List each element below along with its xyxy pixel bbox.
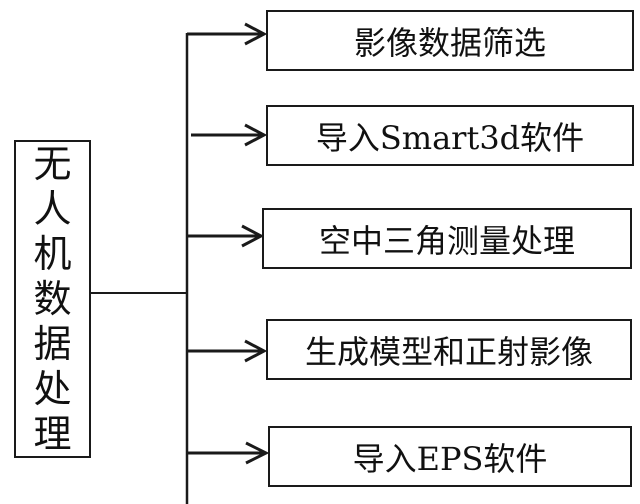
step-node-import-eps: 导入EPS软件 bbox=[268, 426, 632, 487]
arrowhead-icon bbox=[241, 224, 265, 248]
arrow-1 bbox=[187, 22, 268, 46]
step-node-generate-model-orthophoto: 生成模型和正射影像 bbox=[266, 319, 632, 380]
step-label: 影像数据筛选 bbox=[353, 23, 546, 62]
step-label: 生成模型和正射影像 bbox=[304, 332, 593, 371]
step-label: 导入EPS软件 bbox=[352, 439, 548, 478]
arrowhead-icon bbox=[244, 339, 268, 363]
arrowhead-icon bbox=[244, 22, 268, 46]
arrowhead-icon bbox=[244, 123, 268, 147]
step-node-aerial-triangulation: 空中三角测量处理 bbox=[262, 208, 632, 269]
step-node-import-smart3d: 导入Smart3d软件 bbox=[266, 105, 634, 166]
step-node-image-screening: 影像数据筛选 bbox=[266, 10, 634, 71]
arrow-3 bbox=[187, 224, 265, 248]
root-node-uav-data-processing: 无人机数据处理 bbox=[14, 140, 91, 458]
arrow-5 bbox=[187, 441, 270, 465]
arrow-4 bbox=[187, 339, 268, 363]
step-label: 导入Smart3d软件 bbox=[315, 118, 585, 157]
root-node-label: 无人机数据处理 bbox=[33, 141, 72, 456]
arrowhead-icon bbox=[245, 441, 270, 465]
arrow-2 bbox=[191, 123, 268, 147]
step-label: 空中三角测量处理 bbox=[318, 221, 575, 260]
